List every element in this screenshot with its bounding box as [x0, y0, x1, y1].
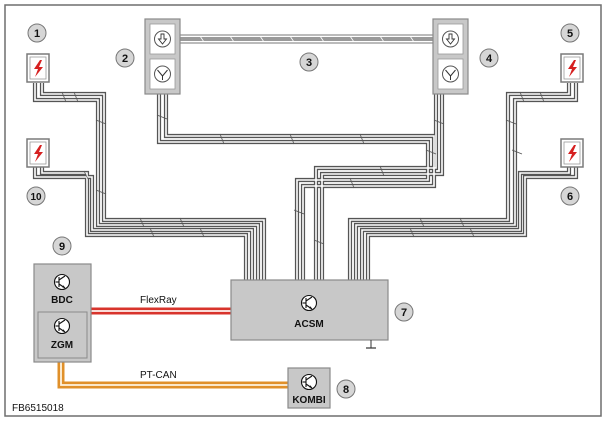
igniter-5 [560, 53, 584, 83]
callout-10: 10 [26, 186, 46, 206]
callout-4: 4 [479, 48, 499, 68]
callout-9: 9 [52, 236, 72, 256]
svg-text:10: 10 [30, 192, 42, 203]
flexray-label: FlexRay [140, 295, 177, 306]
svg-text:2: 2 [122, 53, 128, 65]
wiring-harness [32, 83, 579, 280]
arrow-down-icon [442, 30, 459, 48]
ptcan-bus [57, 362, 288, 389]
callout-2: 2 [115, 48, 135, 68]
transistor-icon [300, 373, 318, 391]
svg-text:8: 8 [343, 384, 349, 396]
zgm-label: ZGM [51, 340, 73, 351]
svg-text:5: 5 [567, 28, 573, 40]
transistor-icon [300, 294, 318, 312]
callout-5: 5 [560, 23, 580, 43]
kombi-module: KOMBI [287, 367, 331, 409]
callouts: 1 2 3 4 5 6 7 8 [26, 23, 580, 399]
figure-code: FB6515018 [12, 403, 64, 414]
svg-text:6: 6 [567, 191, 573, 203]
svg-text:3: 3 [306, 57, 312, 69]
svg-text:9: 9 [59, 241, 65, 253]
callout-7: 7 [394, 302, 414, 322]
sensor-4 [432, 18, 469, 95]
kombi-label: KOMBI [292, 395, 326, 406]
igniter-6 [560, 138, 584, 168]
bdc-label: BDC [51, 295, 73, 306]
svg-text:1: 1 [34, 28, 40, 40]
bdc-zgm-module: BDC ZGM [33, 263, 92, 363]
transistor-icon [53, 317, 71, 335]
igniter-1 [26, 53, 50, 83]
transistor-icon [442, 65, 459, 83]
acsm-module: ACSM [230, 279, 389, 349]
callout-1: 1 [27, 23, 47, 43]
sensor-link-3 [179, 34, 434, 44]
ptcan-label: PT-CAN [140, 370, 177, 381]
svg-text:7: 7 [401, 307, 407, 319]
arrow-down-icon [154, 30, 171, 48]
callout-3: 3 [299, 52, 319, 72]
callout-8: 8 [336, 379, 356, 399]
transistor-icon [53, 273, 71, 291]
svg-text:4: 4 [486, 53, 493, 65]
callout-6: 6 [560, 186, 580, 206]
igniter-10 [26, 138, 50, 168]
acsm-label: ACSM [294, 319, 323, 330]
transistor-icon [154, 65, 171, 83]
sensor-2 [144, 18, 181, 95]
